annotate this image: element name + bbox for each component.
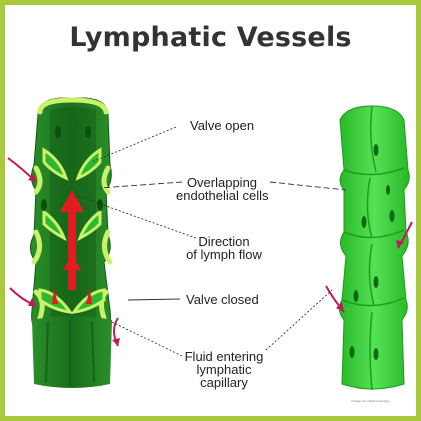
label-overlapping-line-2: endothelial cells: [176, 188, 269, 203]
label-overlapping-line-1: Overlapping: [186, 175, 258, 190]
leader-fluid-left: [111, 321, 183, 357]
leader-valve-open: [91, 126, 177, 163]
label-fluid-line-1: Fluid entering: [184, 349, 264, 364]
diagram-title: Lymphatic Vessels: [69, 22, 352, 53]
leader-valve-closed: [127, 298, 181, 301]
leader-direction: [77, 195, 197, 239]
closed-valve-mark-right: [86, 288, 92, 304]
label-fluid-entering: Fluid entering lymphatic capillary: [176, 350, 272, 389]
leader-fluid-right: [265, 289, 333, 351]
external-nuclei: [349, 144, 395, 360]
label-fluid-line-3: capillary: [200, 375, 248, 390]
nuclei: [41, 126, 103, 211]
cutaway-vessel: [7, 97, 120, 388]
image-credit: Image via Vitaknowledge: [351, 399, 389, 403]
label-overlapping-cells: Overlapping endothelial cells: [176, 175, 269, 203]
vessel-base: [32, 316, 112, 388]
flow-arrow-main: [60, 190, 84, 268]
external-vessel: [325, 105, 413, 391]
flow-arrows: [52, 190, 92, 304]
external-vessel-body: [338, 105, 410, 390]
fluid-arrowheads-left: [28, 174, 120, 346]
leader-lines: [77, 126, 347, 357]
leader-cells-right: [269, 181, 347, 191]
label-valve-open: Valve open: [190, 118, 255, 133]
fluid-arrowheads-right: [336, 240, 404, 312]
label-fluid-line-2: lymphatic: [196, 362, 252, 377]
leader-cells-left: [99, 181, 183, 189]
cell-outlines: [341, 105, 405, 391]
label-direction-flow: Direction of lymph flow: [176, 235, 272, 261]
label-direction-line-2: of lymph flow: [186, 247, 262, 262]
flow-arrow-lower: [63, 254, 81, 290]
label-direction-line-1: Direction: [198, 234, 250, 249]
closed-valve-mark-left: [52, 288, 58, 304]
label-valve-closed: Valve closed: [186, 292, 259, 307]
